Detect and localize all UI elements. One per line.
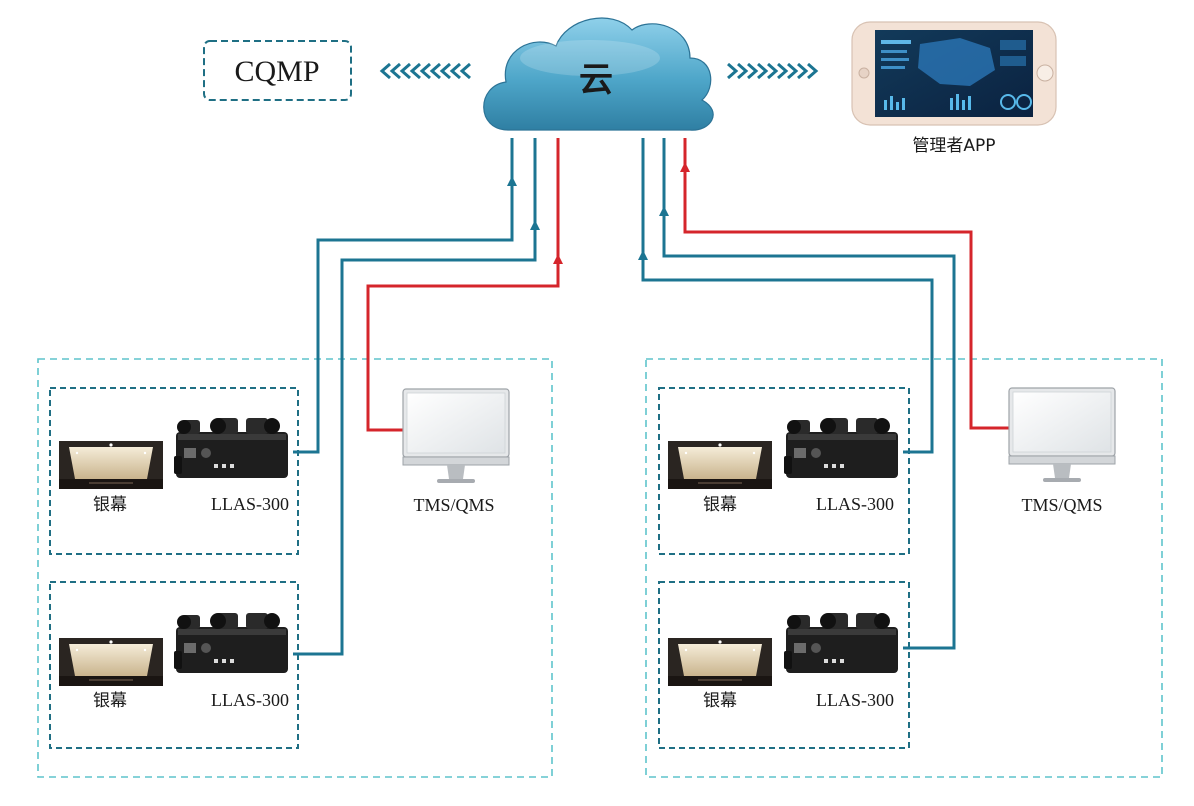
link-right-tms <box>683 138 1011 430</box>
cinema-screen-image <box>668 638 772 686</box>
app-label: 管理者APP <box>912 136 995 156</box>
cloud-icon <box>483 17 714 131</box>
arrow-up-icon <box>507 176 517 186</box>
room-box-left-1 <box>49 387 299 555</box>
site-left-box <box>37 358 553 778</box>
site-right-box <box>645 358 1163 778</box>
phone-icon <box>851 21 1057 126</box>
chevron-right-icon <box>727 62 819 80</box>
screen-label-left-2: 银幕 <box>93 691 127 711</box>
llas-device-image <box>174 613 288 673</box>
device-label-right-1: LLAS-300 <box>816 494 894 514</box>
tms-label-left: TMS/QMS <box>413 495 494 515</box>
link-left-room1 <box>293 138 514 454</box>
cinema-screen-image <box>668 441 772 489</box>
arrow-up-icon <box>530 220 540 230</box>
links-right <box>641 138 1011 650</box>
arrow-up-icon <box>680 162 690 172</box>
link-right-room2 <box>662 138 956 650</box>
llas-device-image <box>784 613 898 673</box>
device-label-right-2: LLAS-300 <box>816 690 894 710</box>
link-left-tms <box>366 138 560 432</box>
screen-label-right-2: 银幕 <box>703 691 737 711</box>
links-left <box>293 138 560 656</box>
chevron-left-icon <box>379 62 471 80</box>
llas-device-image <box>784 418 898 478</box>
arrow-up-icon <box>638 250 648 260</box>
room-box-right-2 <box>658 581 910 749</box>
cloud-label: 云 <box>579 60 613 100</box>
cqmp-box <box>203 40 352 101</box>
room-box-right-1 <box>658 387 910 555</box>
tms-label-right: TMS/QMS <box>1021 495 1102 515</box>
screen-label-left-1: 银幕 <box>93 495 127 515</box>
cinema-screen-image <box>59 638 163 686</box>
link-left-room2 <box>293 138 537 656</box>
cinema-screen-image <box>59 441 163 489</box>
device-label-left-2: LLAS-300 <box>211 690 289 710</box>
cqmp-label: CQMP <box>234 55 319 88</box>
device-label-left-1: LLAS-300 <box>211 494 289 514</box>
monitor-icon <box>1008 387 1116 483</box>
arrow-up-icon <box>659 206 669 216</box>
llas-device-image <box>174 418 288 478</box>
room-box-left-2 <box>49 581 299 749</box>
arrow-up-icon <box>553 254 563 264</box>
screen-label-right-1: 银幕 <box>703 495 737 515</box>
monitor-icon <box>402 388 510 484</box>
link-right-room1 <box>641 138 934 454</box>
